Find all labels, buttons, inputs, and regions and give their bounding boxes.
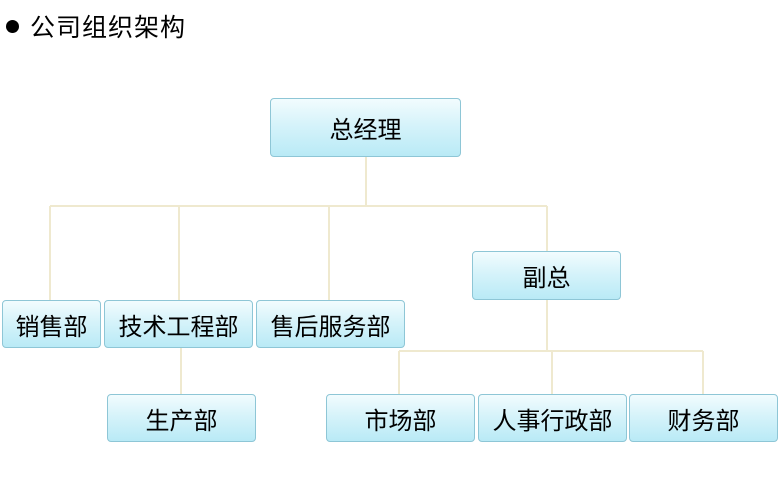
page-title: 公司组织架构 (30, 13, 187, 42)
bullet-icon (6, 19, 19, 33)
node-tech-engineering: 技术工程部 (104, 300, 253, 348)
node-general-manager: 总经理 (270, 98, 461, 157)
node-production: 生产部 (107, 394, 256, 442)
node-after-sales: 售后服务部 (256, 300, 405, 348)
node-finance: 财务部 (629, 394, 778, 442)
node-hr-admin: 人事行政部 (478, 394, 627, 442)
page-heading: 公司组织架构 (6, 8, 186, 44)
node-deputy-manager: 副总 (472, 251, 621, 300)
node-marketing: 市场部 (326, 394, 475, 442)
node-sales: 销售部 (2, 300, 101, 348)
